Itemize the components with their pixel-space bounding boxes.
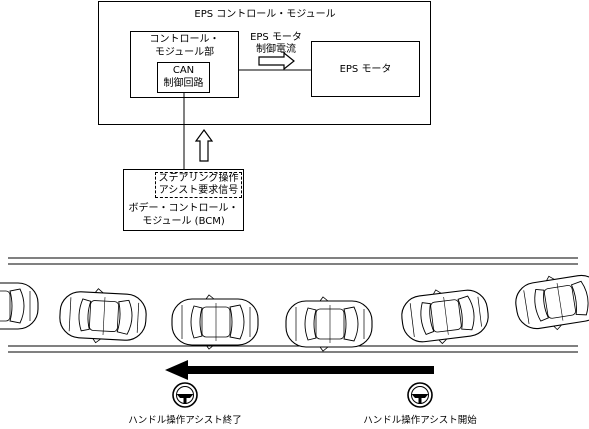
assist-request-signal-box — [155, 172, 242, 198]
car-2 — [58, 286, 148, 346]
eps-motor-label: EPS モータ — [339, 64, 392, 75]
bcm-label-2: モジュール (BCM) — [142, 216, 225, 227]
eps-motor-box — [311, 41, 420, 97]
assist-start-label: ハンドル操作アシスト開始 — [363, 415, 477, 426]
control-unit-label-1: コントロール・ — [149, 34, 220, 45]
motor-current-label-1: EPS モータ — [250, 32, 302, 43]
steering-wheel-start-icon — [407, 382, 433, 408]
can-circuit-label-1: CAN — [172, 65, 195, 76]
car-1 — [0, 278, 39, 334]
car-4 — [285, 296, 373, 352]
bcm-box — [123, 169, 244, 231]
bcm-label-1: ボデー・コントロール・ — [128, 203, 239, 214]
control-unit-label-2: モジュール部 — [154, 47, 215, 58]
motor-current-label-2: 制御電流 — [256, 44, 296, 55]
signal-up-arrow — [194, 128, 214, 162]
direction-arrow — [165, 360, 434, 380]
can-circuit-label-2: 制御回路 — [163, 78, 204, 89]
assist-request-signal-label-2: アシスト要求信号 — [158, 185, 239, 196]
car-3 — [171, 294, 259, 350]
assist-end-label: ハンドル操作アシスト終了 — [128, 415, 242, 426]
car-6 — [511, 268, 589, 336]
eps-control-module-title: EPS コントロール・モジュール — [194, 9, 336, 20]
can-circuit-box — [157, 62, 210, 93]
car-5 — [398, 283, 492, 349]
steering-wheel-end-icon — [172, 382, 198, 408]
assist-request-signal-label-1: ステアリング操作 — [158, 173, 239, 184]
motor-current-arrow — [258, 51, 295, 71]
